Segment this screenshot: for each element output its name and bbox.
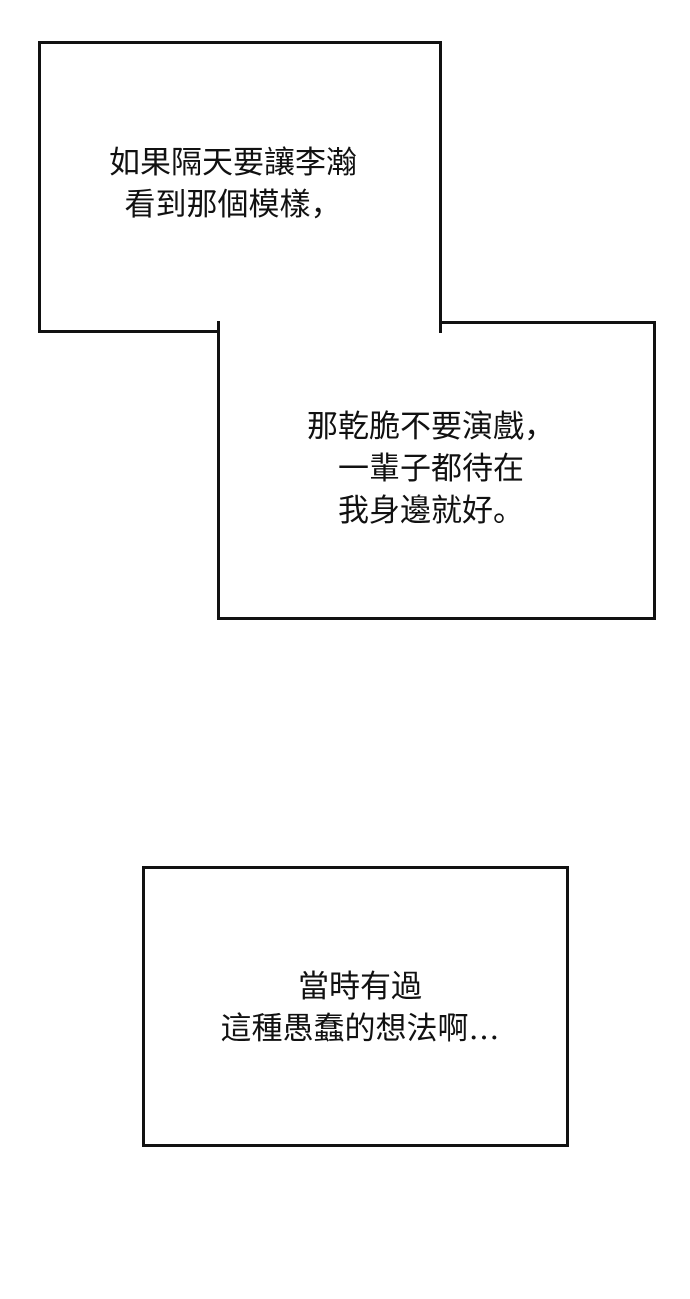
caption-1-line-1: 如果隔天要讓李瀚 [109, 145, 357, 181]
caption-box-2 [217, 321, 656, 620]
caption-3-line-2: 這種愚蠢的想法啊… [220, 1011, 500, 1047]
caption-3-line-1: 當時有過 [298, 969, 422, 1005]
caption-2-line-3: 我身邊就好。 [338, 493, 524, 529]
caption-box-1 [38, 41, 442, 333]
caption-1-line-2: 看到那個模樣， [124, 187, 342, 223]
caption-2-line-2: 一輩子都待在 [338, 451, 524, 487]
caption-text-3: 當時有過 這種愚蠢的想法啊… [200, 966, 520, 1050]
caption-text-2: 那乾脆不要演戲， 一輩子都待在 我身邊就好。 [300, 406, 562, 532]
caption-2-line-1: 那乾脆不要演戲， [307, 409, 555, 445]
panel-join-segment [220, 321, 442, 333]
caption-text-1: 如果隔天要讓李瀚 看到那個模樣， [88, 142, 378, 226]
caption-box-3 [142, 866, 569, 1147]
